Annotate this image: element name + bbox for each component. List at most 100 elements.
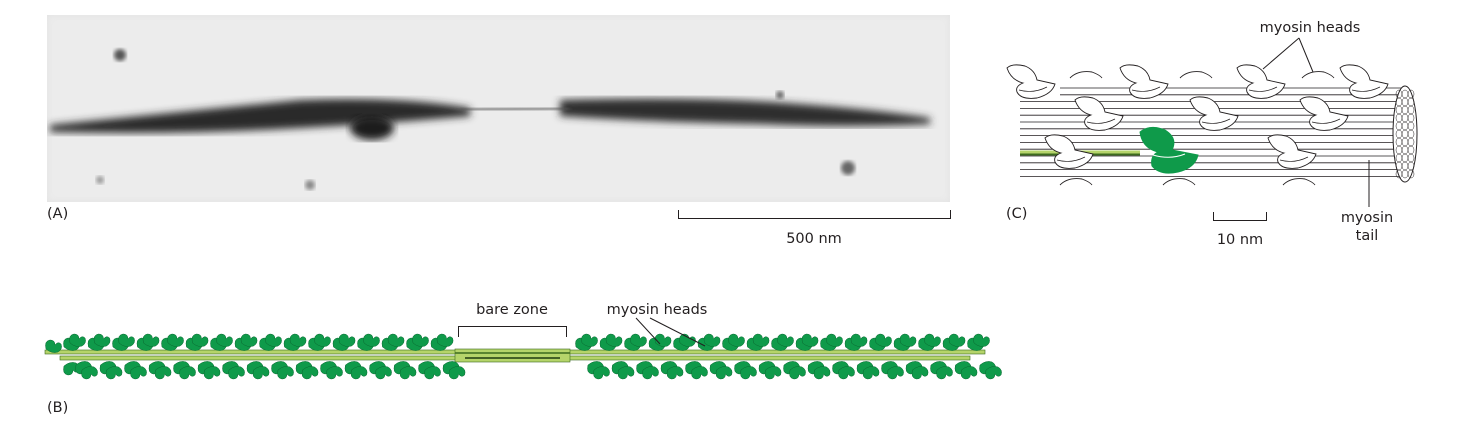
myosin-head (216, 333, 233, 347)
thick-filament-schematic (44, 333, 1002, 380)
myosin-head-outline (1119, 64, 1169, 99)
myosin-head (691, 366, 708, 380)
myosin-head (605, 333, 623, 347)
myosin-head (63, 362, 80, 376)
myosin-head (838, 366, 855, 380)
tail-label-line1: myosin (1341, 210, 1393, 226)
tail-cross-section-circle (1407, 169, 1415, 179)
myosin-head (875, 333, 892, 347)
myosin-head (728, 333, 745, 347)
myosin-head (593, 366, 610, 380)
myosin-head (617, 366, 635, 380)
myosin-head (630, 333, 647, 347)
myosin-head (375, 366, 392, 380)
myosin-head (740, 366, 757, 380)
myosin-head-outline (1267, 134, 1317, 169)
myosin-head (436, 333, 454, 347)
tail-label-line2: tail (1356, 228, 1379, 244)
myosin-head (764, 366, 782, 380)
myosin-head (301, 366, 319, 380)
myosin-head (118, 333, 135, 347)
panel-b-label: (B) (47, 400, 68, 416)
panel-c-heads-leader-lines (1262, 37, 1314, 73)
myosin-head (813, 366, 831, 380)
electron-micrograph (47, 15, 950, 202)
myosin-head (45, 339, 62, 353)
myosin-head (654, 333, 672, 347)
myosin-head (911, 366, 929, 380)
myosin-head-partial (1301, 71, 1335, 79)
bare-zone-bracket (458, 326, 567, 337)
myosin-head-outline (1236, 64, 1286, 99)
myosin-head (105, 366, 123, 380)
scale-bar-500nm-label: 500 nm (786, 231, 842, 247)
myosin-head (228, 366, 245, 380)
myosin-head (167, 333, 184, 347)
myosin-head-outline (1339, 64, 1389, 99)
myosin-head (581, 333, 598, 347)
myosin-head (277, 366, 294, 380)
myosin-head-outline (1044, 134, 1094, 169)
myosin-head-partial (1162, 178, 1196, 186)
myosin-head (703, 333, 721, 347)
myosin-head (801, 333, 819, 347)
myosin-head (326, 366, 343, 380)
myosin-head (862, 366, 880, 380)
myosin-head (399, 366, 417, 380)
myosin-head (154, 366, 172, 380)
myosin-head (642, 366, 659, 380)
myosin-head (179, 366, 196, 380)
myosin-head (265, 333, 282, 347)
myosin-head (826, 333, 843, 347)
bare-zone-label: bare zone (476, 302, 548, 318)
myosin-head (679, 333, 696, 347)
myosin-head (130, 366, 147, 380)
myosin-head (985, 366, 1002, 380)
myosin-head (752, 333, 770, 347)
myosin-head (142, 333, 160, 347)
highlighted-myosin-head (1139, 126, 1199, 174)
myosin-head-partial (1282, 178, 1316, 186)
panel-a-label: (A) (47, 206, 68, 222)
filament-cylinder (1006, 64, 1418, 186)
myosin-head (666, 366, 684, 380)
myosin-head (314, 333, 331, 347)
myosin-head (973, 333, 990, 347)
myosin-head (948, 333, 966, 347)
myosin-head (412, 333, 429, 347)
myosin-head (81, 366, 98, 380)
myosin-head-outline (1189, 96, 1239, 131)
myosin-head (924, 333, 941, 347)
myosin-head (289, 333, 307, 347)
myosin-head-outline (1006, 64, 1056, 99)
bare-zone-tails (454, 348, 571, 363)
panel-c-heads-label: myosin heads (1260, 20, 1361, 36)
myosin-head-partial (1179, 71, 1213, 79)
myosin-head (777, 333, 794, 347)
panel-b-heads-label: myosin heads (607, 302, 708, 318)
panel-b-heads-leader-lines (635, 317, 706, 347)
panel-c-label: (C) (1006, 206, 1027, 222)
myosin-head (887, 366, 904, 380)
myosin-head (715, 366, 733, 380)
myosin-head (850, 333, 868, 347)
myosin-head (960, 366, 978, 380)
scale-bar-10nm-label: 10 nm (1217, 232, 1263, 248)
myosin-head-partial (1059, 178, 1093, 186)
myosin-head (936, 366, 953, 380)
myosin-head (363, 333, 380, 347)
cylinder-end-cross-section (1392, 85, 1418, 183)
myosin-head (789, 366, 806, 380)
myosin-head-partial (1069, 71, 1103, 79)
myosin-head (69, 333, 86, 347)
scale-bar-500nm (678, 210, 951, 219)
myosin-head (240, 333, 258, 347)
myosin-head (191, 333, 209, 347)
myosin-head-outline (1074, 96, 1124, 131)
myosin-head (338, 333, 356, 347)
myosin-head (387, 333, 405, 347)
myosin-head (350, 366, 368, 380)
scale-bar-10nm (1213, 212, 1267, 221)
myosin-head (424, 366, 441, 380)
